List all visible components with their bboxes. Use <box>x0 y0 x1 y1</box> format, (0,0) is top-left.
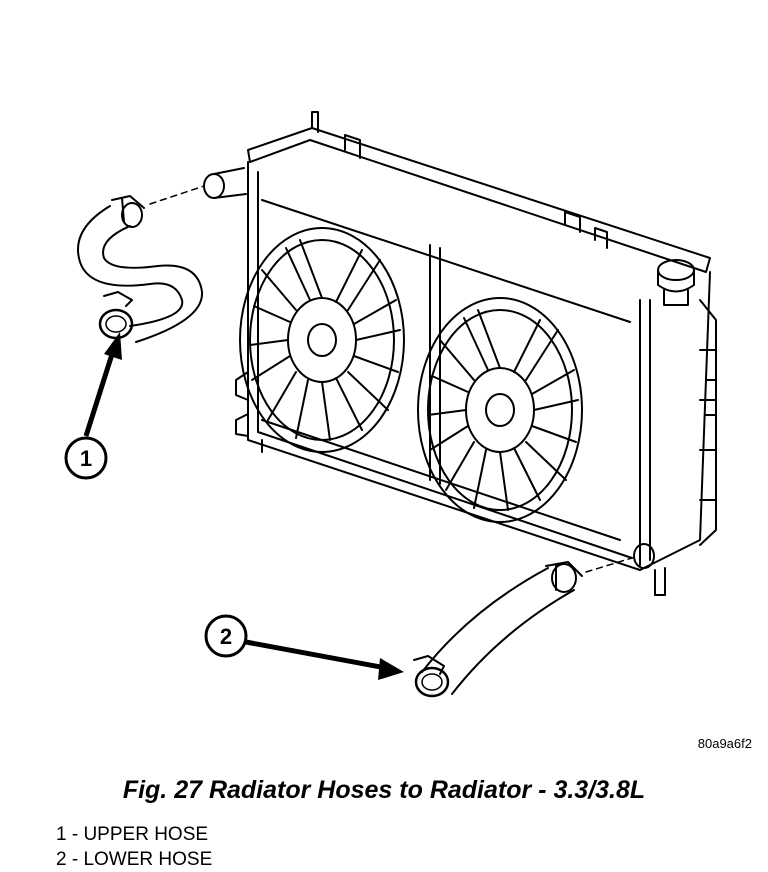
figure-reference-code: 80a9a6f2 <box>697 736 752 751</box>
upper-hose-alignment-line <box>149 185 205 205</box>
legend-item-lower-hose: 2 - LOWER HOSE <box>56 849 213 870</box>
callout-2-number: 2 <box>220 624 232 649</box>
lower-outlet-neck <box>633 543 655 569</box>
radiator-cap <box>657 259 695 306</box>
callout-2: 2 <box>204 614 404 680</box>
legend-item-upper-hose: 1 - UPPER HOSE <box>56 824 209 845</box>
legend: 1 - UPPER HOSE 2 - LOWER HOSE <box>56 822 212 872</box>
figure-caption: Fig. 27 Radiator Hoses to Radiator - 3.3… <box>122 776 646 804</box>
left-cooling-fan <box>239 227 405 453</box>
callout-1: 1 <box>64 332 122 480</box>
upper-inlet-neck <box>203 167 247 199</box>
right-cooling-fan <box>417 297 583 523</box>
radiator-assembly <box>235 111 717 596</box>
lower-hose-alignment-line <box>585 557 633 573</box>
lower-hose <box>413 561 583 698</box>
upper-hose <box>77 195 204 343</box>
radiator-hoses-illustration: 1 2 <box>64 111 717 698</box>
callout-1-number: 1 <box>80 446 92 471</box>
